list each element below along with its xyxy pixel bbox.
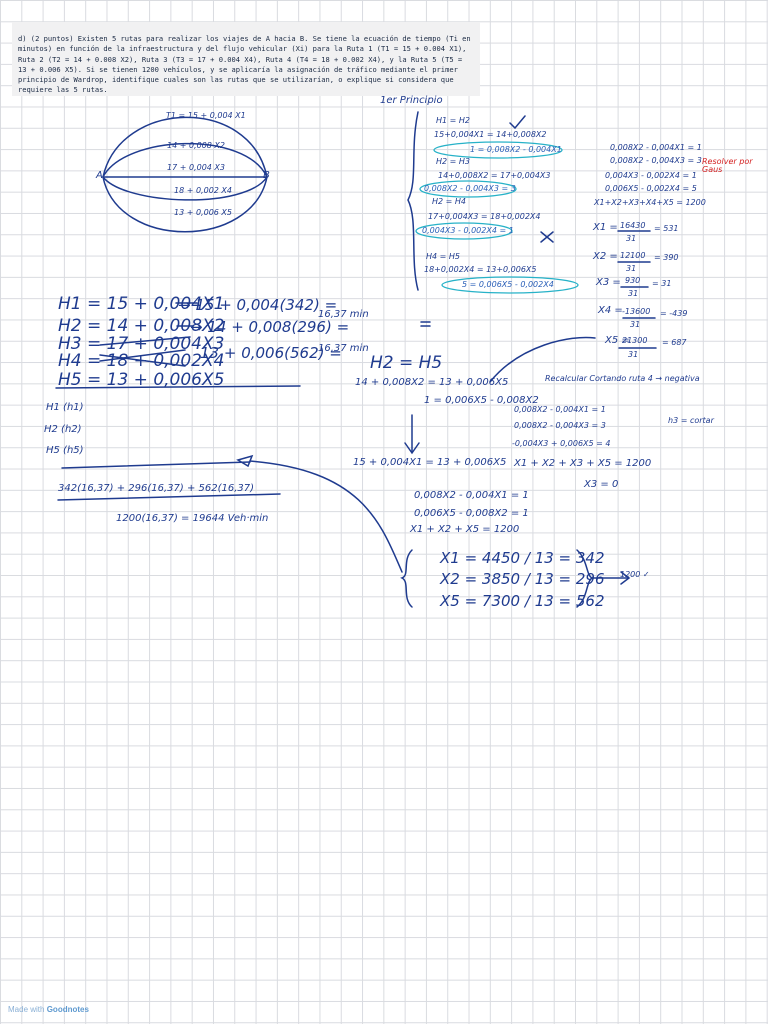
x4-num: -13600 bbox=[622, 307, 651, 316]
time-result-2: 16,37 min bbox=[318, 343, 369, 354]
principle-line: 1 = 0,008X2 - 0,004X1 bbox=[470, 145, 562, 154]
problem-statement: d) (2 puntos) Existen 5 rutas para reali… bbox=[12, 22, 480, 96]
time-h3: H3 = 17 + 0,004X3 bbox=[58, 334, 225, 354]
underline-routes bbox=[61, 461, 251, 469]
route-label-3: 17 + 0,004 X3 bbox=[167, 163, 225, 172]
x4-label: X4 = bbox=[598, 305, 623, 316]
time-h5-eval: 13 + 0,006(562) = bbox=[200, 344, 342, 362]
x5-label: X5 = bbox=[605, 335, 630, 346]
time-result-1: 16,37 min bbox=[318, 309, 369, 320]
recalc-h1h5: 15 + 0,004X1 = 13 + 0,006X5 bbox=[353, 457, 507, 468]
route-used: H1 (h1) bbox=[46, 402, 84, 413]
principle-line: H2 = H4 bbox=[432, 197, 466, 206]
principle-line: 0,004X3 - 0,002X4 = 1 bbox=[422, 226, 514, 235]
recalc-h3: h3 = cortar bbox=[668, 416, 714, 425]
system-line: 0,004X3 - 0,002X4 = 1 bbox=[605, 171, 697, 180]
route-used: H5 (h5) bbox=[46, 445, 84, 456]
route-used: H2 (h2) bbox=[44, 424, 82, 435]
solve-note: Resolver por Gaus bbox=[702, 157, 753, 174]
principle-line: 14+0,008X2 = 17+0,004X3 bbox=[438, 171, 551, 180]
time-h2-eval: → 14 + 0,008(296) = bbox=[190, 318, 350, 336]
recalc-note: Recalcular Cortando ruta 4 → negativa bbox=[545, 374, 700, 383]
time-h5: H5 = 13 + 0,006X5 bbox=[58, 370, 225, 390]
x5-num: 21300 bbox=[622, 336, 648, 345]
total-result: 1200(16,37) = 19644 Veh·min bbox=[116, 513, 269, 524]
x3-num: 930 bbox=[625, 276, 641, 285]
x5-value: = 687 bbox=[662, 338, 687, 347]
brace-left bbox=[407, 111, 419, 291]
time-h1-eval: → 15 + 0,004(342) = bbox=[178, 296, 338, 314]
recalc-x3zero: X3 = 0 bbox=[584, 479, 619, 490]
recalc-sys: X1 + X2 + X3 + X5 = 1200 bbox=[514, 458, 652, 469]
recalc-sys: 0,008X2 - 0,004X3 = 3 bbox=[514, 421, 606, 430]
final-result: X1 = 4450 / 13 = 342 bbox=[440, 549, 605, 567]
x5-den: 31 bbox=[628, 350, 639, 359]
principle-line: H4 = H5 bbox=[426, 252, 460, 261]
node-a: A bbox=[96, 170, 103, 181]
principle-line: 5 = 0,006X5 - 0,002X4 bbox=[462, 280, 554, 289]
x2-value: = 390 bbox=[654, 253, 679, 262]
recalc-sys: -0,004X3 + 0,006X5 = 4 bbox=[512, 439, 611, 448]
recalc-sys: 0,008X2 - 0,004X1 = 1 bbox=[514, 405, 606, 414]
x3-value: = 31 bbox=[652, 279, 672, 288]
recalc-h2h5: H2 = H5 bbox=[370, 353, 443, 373]
principle-line: 17+0,004X3 = 18+0,002X4 bbox=[428, 212, 541, 221]
final-sys: X1 + X2 + X5 = 1200 bbox=[410, 524, 520, 535]
x1-label: X1 = bbox=[593, 222, 618, 233]
final-result: X2 = 3850 / 13 = 296 bbox=[440, 570, 605, 588]
final-sum: 1200 ✓ bbox=[620, 570, 650, 579]
x1-value: = 531 bbox=[654, 224, 679, 233]
principle-line: 18+0,002X4 = 13+0,006X5 bbox=[424, 265, 537, 274]
x4-value: = -439 bbox=[660, 309, 688, 318]
recalc-line2: 1 = 0,006X5 - 0,008X2 bbox=[424, 395, 539, 406]
x2-num: 12100 bbox=[620, 251, 646, 260]
brand-prefix: Made with bbox=[8, 1005, 45, 1014]
principle-line: 15+0,004X1 = 14+0,008X2 bbox=[434, 130, 547, 139]
principle-line: H2 = H3 bbox=[436, 157, 470, 166]
total-sum: 342(16,37) + 296(16,37) + 562(16,37) bbox=[58, 483, 255, 494]
x4-den: 31 bbox=[630, 320, 641, 329]
route-label-1: T1 = 15 + 0,004 X1 bbox=[166, 111, 246, 120]
underline-sum bbox=[57, 493, 281, 501]
principle-line: H1 = H2 bbox=[436, 116, 470, 125]
x1-den: 31 bbox=[626, 234, 637, 243]
route-label-4: 18 + 0,002 X4 bbox=[174, 186, 232, 195]
node-b: B bbox=[263, 170, 270, 181]
x1-num: 16430 bbox=[620, 221, 646, 230]
system-line: 0,008X2 - 0,004X1 = 1 bbox=[610, 143, 702, 152]
arrow-back bbox=[249, 460, 403, 573]
system-line: 0,008X2 - 0,004X3 = 3 bbox=[610, 156, 702, 165]
brand-name: Goodnotes bbox=[46, 1005, 89, 1014]
time-h1: H1 = 15 + 0,004X1 bbox=[58, 294, 225, 314]
final-sys: 0,008X2 - 0,004X1 = 1 bbox=[414, 490, 529, 501]
principle-title: 1er Principio bbox=[380, 95, 443, 106]
system-line: 0,006X5 - 0,002X4 = 5 bbox=[605, 184, 697, 193]
route-label-5: 13 + 0,006 X5 bbox=[174, 208, 232, 217]
final-result: X5 = 7300 / 13 = 562 bbox=[440, 592, 605, 610]
time-h2: H2 = 14 + 0,008X2 bbox=[58, 316, 225, 336]
goodnotes-brand: Made with Goodnotes bbox=[8, 1005, 89, 1014]
principle-line: 0,008X2 - 0,004X3 = 3 bbox=[424, 184, 516, 193]
problem-text: d) (2 puntos) Existen 5 rutas para reali… bbox=[18, 34, 475, 95]
route-label-2: 14 + 0,008 X2 bbox=[167, 141, 225, 150]
final-sys: 0,006X5 - 0,008X2 = 1 bbox=[414, 508, 529, 519]
recalc-line1: 14 + 0,008X2 = 13 + 0,006X5 bbox=[355, 377, 509, 388]
time-h4: H4 = 18 + 0,002X4 bbox=[58, 351, 225, 371]
x2-den: 31 bbox=[626, 264, 637, 273]
x3-label: X3 = bbox=[596, 277, 621, 288]
x2-label: X2 = bbox=[593, 251, 618, 262]
system-line: X1+X2+X3+X4+X5 = 1200 bbox=[594, 198, 706, 207]
x3-den: 31 bbox=[628, 289, 639, 298]
